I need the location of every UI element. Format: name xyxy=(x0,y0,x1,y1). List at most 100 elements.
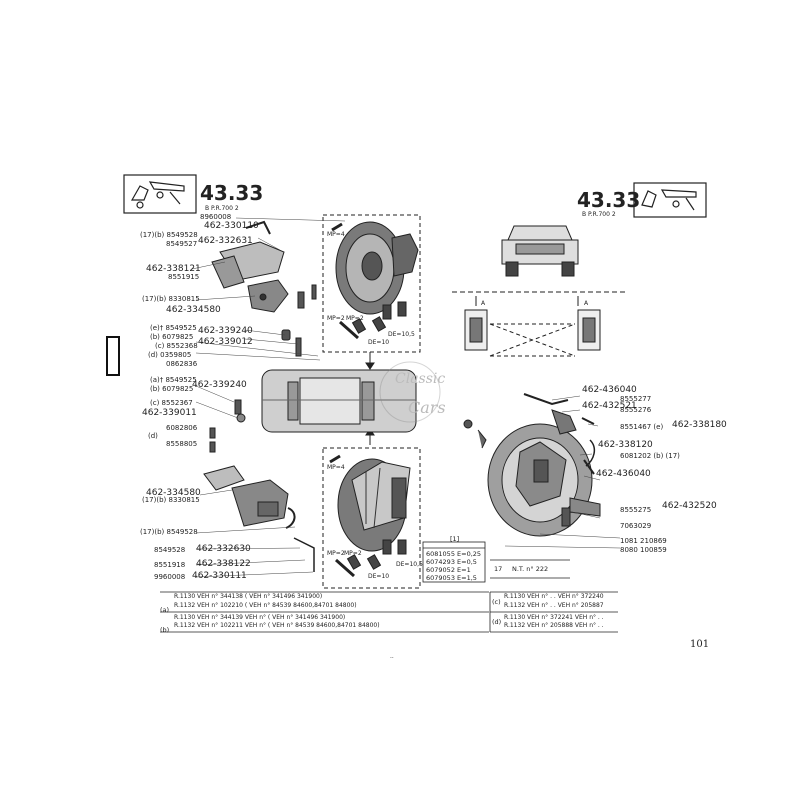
right-label: 8080 100859 xyxy=(620,546,667,554)
watermark-logo xyxy=(379,361,441,423)
left-label: 462-330111 xyxy=(192,571,247,581)
left-label: 462-332631 xyxy=(198,236,253,246)
left-label: 462-338122 xyxy=(196,559,251,569)
left-label: 462-339240 xyxy=(198,326,253,336)
left-label: (d) xyxy=(148,432,158,440)
left-label: 8551918 xyxy=(154,561,186,569)
bottom-table-cell: R.1130 VEH n° 344139 VEH n° ( VEH n° 341… xyxy=(174,614,346,621)
center-label: DE=10,5 xyxy=(388,331,415,338)
right-label: 462-432520 xyxy=(662,501,717,511)
left-label: 462-332630 xyxy=(196,544,251,554)
right-label: 462-436040 xyxy=(596,469,651,479)
left-label: 462-339012 xyxy=(198,337,253,347)
rear-drum-brake-assembly xyxy=(463,393,601,537)
left-label: 9960008 xyxy=(154,573,186,581)
lower-disc-brake xyxy=(329,454,411,578)
upper-brake-panel-frame xyxy=(322,214,421,353)
left-label: 462-334580 xyxy=(166,305,221,315)
table-rules xyxy=(160,541,618,633)
shim-table-row: 6079052 E=1 xyxy=(426,566,471,574)
left-label: (17)(b) 8549528 xyxy=(140,528,198,536)
left-label: (e)† 8549525 xyxy=(150,324,197,332)
bottom-table-cell: R.1132 VEH n° 102210 ( VEH n° 84539 8460… xyxy=(174,602,357,609)
right-label: 462-338120 xyxy=(598,440,653,450)
left-label: (17)(b) 8330815 xyxy=(142,295,200,303)
upper-disc-brake xyxy=(331,221,419,340)
bottom-table-tag: (d) xyxy=(492,618,502,626)
left-label: 462-330110 xyxy=(204,221,259,231)
left-label: (b) 6079825 xyxy=(150,333,194,341)
center-label: DE=10,5 xyxy=(396,561,423,568)
header-left-icon xyxy=(123,174,197,214)
left-label: 462-338121 xyxy=(146,264,201,274)
bottom-table-cell: R.1130 VEH n° 372241 VEH n° . . xyxy=(504,614,604,621)
left-label: (d) 0359805 xyxy=(148,351,192,359)
bottom-table-tag: (b) xyxy=(160,626,170,634)
page-number: 101 xyxy=(690,639,710,650)
right-label: 8551467 (e) xyxy=(620,423,664,431)
leader-lines xyxy=(191,217,621,578)
center-label: MP=4 xyxy=(327,464,345,471)
center-label: MP=4 xyxy=(327,231,345,238)
right-label: 8555275 xyxy=(620,506,652,514)
left-label: 8549528 xyxy=(154,546,186,554)
car-top-view xyxy=(261,369,417,433)
right-label: 462-338180 xyxy=(672,420,727,430)
left-label: 8558805 xyxy=(166,440,198,448)
shim-table-row: 6081055 E=0,25 xyxy=(426,550,482,558)
right-label: 7063029 xyxy=(620,522,652,530)
bottom-table-cell: R.1130 VEH n° . . VEH n° 372240 xyxy=(504,593,604,600)
left-label: 462-334580 xyxy=(146,488,201,498)
header-left-ref: 43.33 xyxy=(200,181,264,205)
car-front-view xyxy=(452,225,628,293)
right-label: 8555277 xyxy=(620,395,652,403)
left-label: (c) 8552367 xyxy=(150,399,193,407)
bottom-table-cell: R.1132 VEH n° . . VEH n° 205887 xyxy=(504,602,604,609)
center-label: MP=2 xyxy=(327,550,345,557)
left-label: (17)(b) 8549528 xyxy=(140,231,198,239)
left-label: 8960008 xyxy=(200,213,232,221)
right-label: 462-436040 xyxy=(582,385,637,395)
left-label: (b) 6079825 xyxy=(150,385,194,393)
shim-table-row: 6074293 E=0,5 xyxy=(426,558,477,566)
left-label: 8551915 xyxy=(168,273,200,281)
watermark-line2: Cars xyxy=(408,398,446,417)
ref-box-text: N.T. n° 222 xyxy=(512,565,549,573)
right-label: 1081 210869 xyxy=(620,537,667,545)
left-label: 462-339011 xyxy=(142,408,197,418)
footer-mark: .. xyxy=(390,653,394,660)
left-label: 462-339240 xyxy=(192,380,247,390)
header-right-ref: 43.33 xyxy=(577,188,641,212)
shim-table-header: [1] xyxy=(450,535,460,543)
header-right-ref-sub: B P.R.700 2 xyxy=(582,211,616,218)
bottom-table-cell: R.1132 VEH n° 205888 VEH n° . . xyxy=(504,622,604,629)
right-label: 6081202 (b) (17) xyxy=(620,452,680,460)
left-label: (a)† 8549525 xyxy=(150,376,197,384)
center-label: DE=10 xyxy=(368,573,390,580)
left-label: (17)(b) 8330815 xyxy=(142,496,200,504)
bottom-table-cell: R.1132 VEH n° 102211 VEH n° ( VEH n° 845… xyxy=(174,622,380,629)
bottom-table-cell: R.1130 VEH n° 344138 ( VEH n° 341496 341… xyxy=(174,593,323,600)
watermark-line1: Classic xyxy=(395,371,446,387)
left-label: 8549527 xyxy=(166,240,198,248)
header-right-icon xyxy=(633,182,707,218)
center-label: DE=10 xyxy=(368,339,390,346)
right-label: 462-432521 xyxy=(582,401,637,411)
wheel-cross-diagram xyxy=(464,296,601,357)
right-label: 8555276 xyxy=(620,406,652,414)
upper-caliper-assembly xyxy=(211,220,317,357)
center-label: MP=2 xyxy=(344,550,362,557)
section-tab-marker xyxy=(106,336,120,376)
left-label: 0862836 xyxy=(166,360,198,368)
center-label: MP=2 xyxy=(346,315,364,322)
left-label: (c) 8552368 xyxy=(155,342,198,350)
ref-box-num: 17 xyxy=(494,565,503,573)
center-label: A xyxy=(481,300,486,307)
header-left-ref-sub: B P.R.700 2 xyxy=(205,205,239,212)
shim-table-row: 6079053 E=1,5 xyxy=(426,574,477,582)
center-label: A xyxy=(584,300,589,307)
left-label: 6082806 xyxy=(166,424,198,432)
lower-caliper-assembly xyxy=(203,399,315,572)
